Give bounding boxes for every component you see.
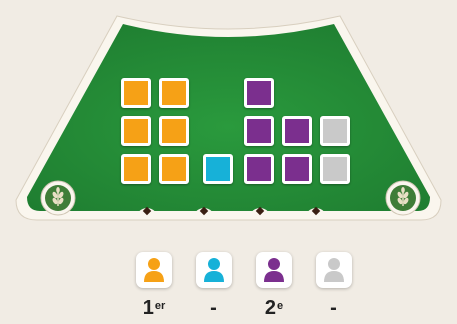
rank-suffix: e [277, 300, 283, 312]
orange-cube [159, 154, 189, 184]
orange-cube [121, 154, 151, 184]
rank-value: 2 [265, 297, 276, 319]
purple-cube [244, 116, 274, 146]
rank-value: 1 [143, 297, 154, 319]
rank-purple: 2e [244, 297, 304, 319]
pawn-icon [316, 252, 352, 288]
wheat-icon [386, 181, 420, 215]
pawn-icon [196, 252, 232, 288]
player-purple [256, 252, 292, 288]
player-grey [316, 252, 352, 288]
rank-value: - [330, 297, 337, 319]
orange-cube [159, 116, 189, 146]
scoring-board [0, 0, 457, 230]
rank-grey: - [304, 297, 364, 319]
purple-cube [244, 154, 274, 184]
purple-cube [282, 116, 312, 146]
player-orange [136, 252, 172, 288]
player-cyan [196, 252, 232, 288]
pawn-icon [256, 252, 292, 288]
rank-suffix: er [155, 300, 165, 312]
rank-value: - [210, 297, 217, 319]
cyan-cube [203, 154, 233, 184]
orange-cube [159, 78, 189, 108]
rank-cyan: - [184, 297, 244, 319]
grey-cube [320, 154, 350, 184]
pawn-icon [136, 252, 172, 288]
purple-cube [282, 154, 312, 184]
orange-cube [121, 116, 151, 146]
rank-orange: 1er [124, 297, 184, 319]
wheat-icon [41, 181, 75, 215]
purple-cube [244, 78, 274, 108]
grey-cube [320, 116, 350, 146]
orange-cube [121, 78, 151, 108]
